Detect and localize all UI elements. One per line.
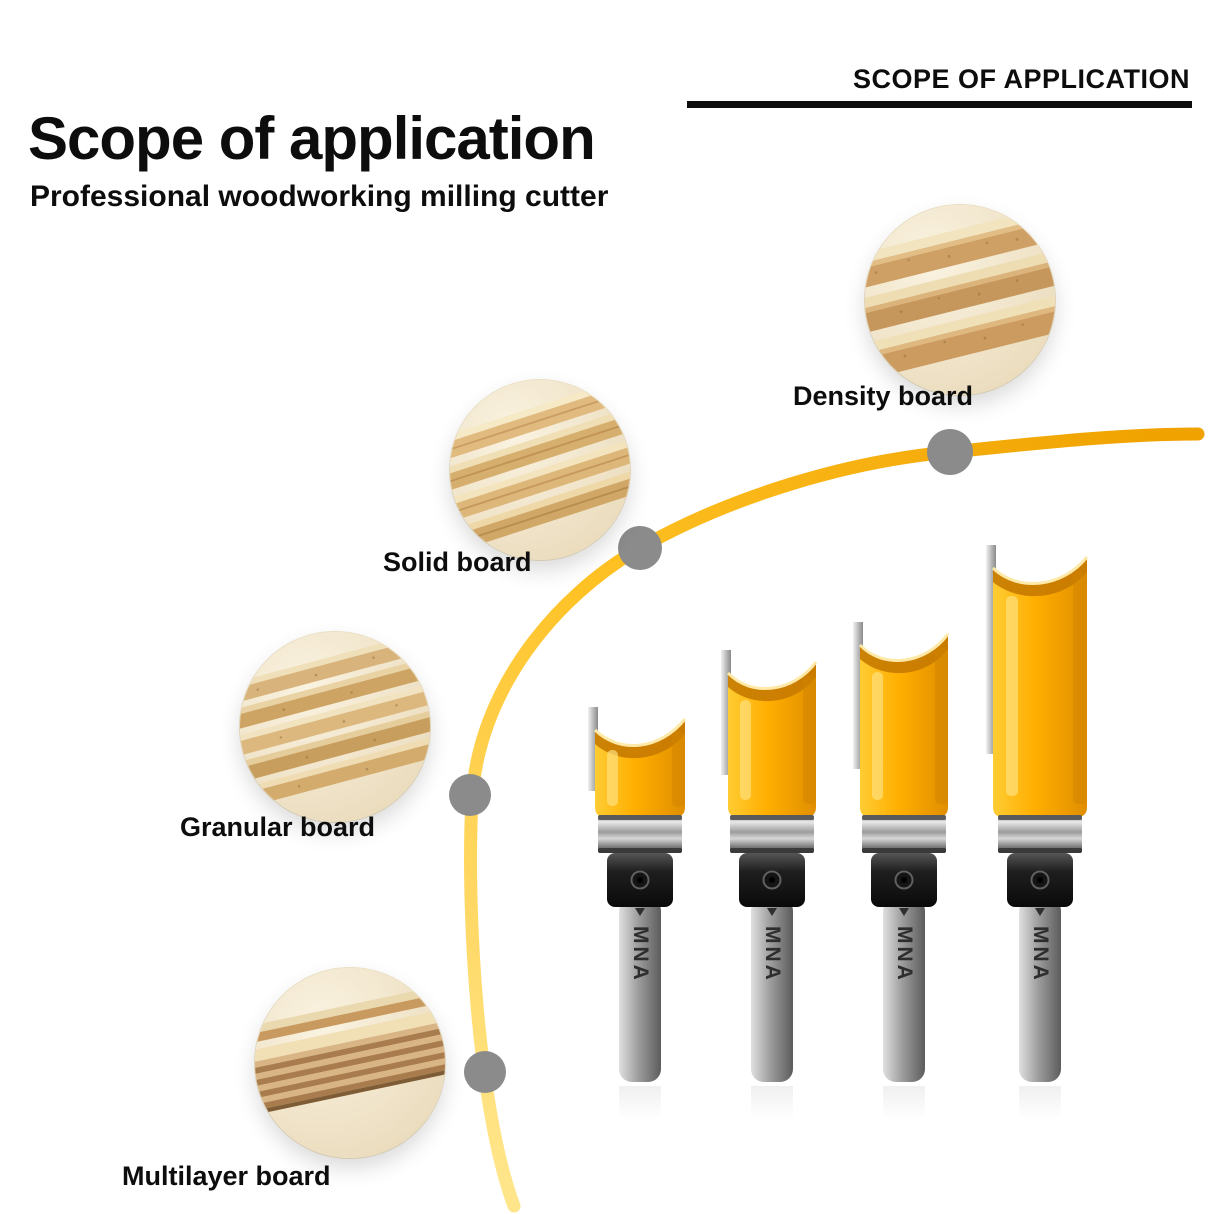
arc-path xyxy=(464,427,1205,1213)
brand-marking: MNA xyxy=(893,926,916,983)
kicker-text: SCOPE OF APPLICATION xyxy=(852,64,1190,94)
flute-shadow xyxy=(993,557,1087,597)
board-photo-solid xyxy=(450,380,630,560)
brand-marking: MNA xyxy=(629,926,652,983)
arrow-marking xyxy=(899,908,909,916)
router-bit-3: MNA xyxy=(853,622,950,1120)
page-title: Scope of application xyxy=(28,105,596,172)
shank xyxy=(1019,898,1061,1082)
granular-board-illustration xyxy=(240,632,430,816)
head-shade xyxy=(803,676,816,804)
board-photo-multilayer xyxy=(255,968,445,1158)
arc-dot xyxy=(618,526,662,570)
head-highlight xyxy=(872,672,883,800)
arc-dot xyxy=(927,429,973,475)
board-label-solid: Solid board xyxy=(383,547,532,577)
brand-marking: MNA xyxy=(1029,926,1052,983)
cutting-edge-highlight xyxy=(726,661,818,690)
cutter-blade xyxy=(721,650,731,775)
arrow-marking xyxy=(767,908,777,916)
head-highlight xyxy=(740,700,751,800)
reflection xyxy=(883,1086,925,1120)
shank xyxy=(619,898,661,1082)
router-bit-1: MNA xyxy=(588,707,687,1120)
flute-shadow xyxy=(595,719,685,759)
shank xyxy=(751,898,793,1082)
cutting-edge-highlight xyxy=(858,633,950,662)
head-highlight xyxy=(1006,596,1018,796)
multilayer-board-illustration xyxy=(255,979,445,1122)
bearing xyxy=(730,815,814,853)
head-shade xyxy=(935,648,948,804)
shank xyxy=(883,898,925,1082)
arrow-marking xyxy=(635,908,645,916)
bearing xyxy=(598,815,682,853)
router-bit-4: MNA xyxy=(986,545,1089,1120)
density-board-illustration xyxy=(865,205,1055,387)
reflection xyxy=(619,1086,661,1120)
reflection xyxy=(751,1086,793,1120)
board-label-granular: Granular board xyxy=(180,812,376,842)
head-shade xyxy=(1073,572,1087,804)
reflection xyxy=(1019,1086,1061,1120)
head-highlight xyxy=(607,750,618,806)
cutting-edge-highlight xyxy=(593,718,687,747)
flute-shadow xyxy=(860,634,948,674)
arrow-marking xyxy=(1035,908,1045,916)
cutter-blade xyxy=(588,707,598,791)
cutter-blade xyxy=(853,622,863,769)
board-photo-density xyxy=(865,205,1055,395)
cutting-edge-highlight xyxy=(991,556,1089,585)
flute-shadow xyxy=(728,662,816,702)
router-bit-2: MNA xyxy=(721,650,818,1120)
page-subtitle: Professional woodworking milling cutter xyxy=(30,180,609,213)
board-label-multilayer: Multilayer board xyxy=(122,1161,331,1191)
board-photo-granular xyxy=(240,632,430,822)
board-label-density: Density board xyxy=(793,381,974,411)
solid-board-illustration xyxy=(450,380,630,560)
cutter-blade xyxy=(986,545,996,754)
brand-marking: MNA xyxy=(761,926,784,983)
kicker-underline xyxy=(687,101,1192,108)
head-shade xyxy=(672,732,685,807)
bearing xyxy=(998,815,1082,853)
arc-dot xyxy=(449,774,491,816)
bearing xyxy=(862,815,946,853)
arc-dot xyxy=(464,1051,506,1093)
